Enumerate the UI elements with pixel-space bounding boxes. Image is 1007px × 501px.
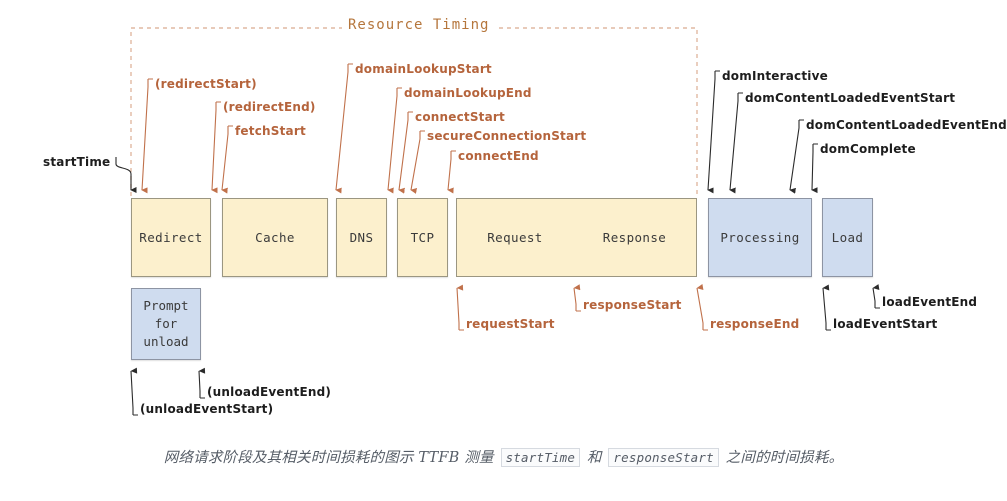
marker-label-load-event-end: loadEventEnd [882, 295, 978, 309]
connector-domain-lookup-start [336, 63, 353, 190]
marker-label-response-end: responseEnd [710, 317, 800, 331]
connector-unload-event-end [199, 371, 205, 399]
marker-label-response-start: responseStart [583, 298, 682, 312]
marker-label-connect-start: connectStart [415, 110, 505, 124]
marker-label-domain-lookup-end: domainLookupEnd [404, 86, 532, 100]
prompt-line: Prompt [143, 297, 189, 313]
connector-request-start [457, 288, 464, 331]
connector-dom-interactive [708, 70, 720, 190]
connector-connect-end [448, 150, 456, 190]
phase-box-label: Load [831, 230, 864, 245]
phase-box-label: Request [487, 230, 543, 245]
phase-box-redirect: Redirect [131, 198, 211, 277]
connector-fetch-start [222, 125, 233, 190]
caption-part-3: 之间的时间损耗。 [725, 450, 844, 466]
phase-box-cache: Cache [222, 198, 328, 277]
connector-domain-lookup-end [388, 87, 402, 190]
marker-label-dom-content-loaded-event-start: domContentLoadedEventStart [745, 91, 956, 105]
phase-box-load: Load [822, 198, 873, 277]
connector-dom-content-loaded-event-end [790, 119, 804, 190]
marker-label-redirect-start: (redirectStart) [155, 77, 257, 91]
connector-redirect-end [212, 101, 221, 190]
phase-box-label: DNS [349, 230, 374, 245]
marker-label-start-time: startTime [43, 155, 111, 169]
prompt-line: unload [143, 334, 189, 350]
connector-dom-complete [812, 143, 818, 190]
marker-label-domain-lookup-start: domainLookupStart [355, 62, 492, 76]
caption-code-response-start: responseStart [608, 448, 719, 467]
phase-box-label: Response [602, 230, 667, 245]
marker-label-fetch-start: fetchStart [235, 124, 306, 138]
caption-part-1: 网络请求阶段及其相关时间损耗的图示 TTFB 测量 [163, 450, 494, 466]
phase-box-request: Request [456, 198, 574, 277]
phase-box-label: TCP [410, 230, 435, 245]
connector-load-event-end [873, 288, 880, 309]
marker-label-secure-connection-start: secureConnectionStart [427, 129, 587, 143]
figure-caption: 网络请求阶段及其相关时间损耗的图示 TTFB 测量 startTime 和 re… [0, 446, 1007, 467]
resource-timing-frame [130, 27, 698, 196]
connector-dom-content-loaded-event-start [730, 92, 743, 190]
caption-code-start-time: startTime [500, 448, 581, 467]
phase-box-dns: DNS [336, 198, 387, 277]
prompt-line: for [154, 315, 178, 331]
connector-connect-start [399, 111, 413, 190]
connector-load-event-start [823, 288, 831, 331]
connector-response-end [697, 288, 708, 331]
marker-label-connect-end: connectEnd [458, 149, 539, 163]
marker-label-unload-event-end: (unloadEventEnd) [207, 385, 332, 399]
phase-box-prompt-for-unload: Prompt for unload [131, 288, 201, 360]
group-title: Resource Timing [342, 17, 496, 33]
marker-label-request-start: requestStart [466, 317, 555, 331]
marker-label-dom-complete: domComplete [820, 142, 916, 156]
phase-box-label: Processing [720, 230, 800, 245]
marker-label-dom-content-loaded-event-end: domContentLoadedEventEnd [806, 118, 1007, 132]
marker-label-unload-event-start: (unloadEventStart) [140, 402, 274, 416]
phase-box-processing: Processing [708, 198, 812, 277]
connector-response-start [574, 288, 581, 312]
connector-redirect-start [142, 78, 153, 190]
phase-box-label: Redirect [139, 230, 203, 245]
phase-box-response: Response [573, 198, 697, 277]
connector-unload-event-start [131, 371, 138, 416]
connector-secure-connection-start [411, 130, 425, 190]
phase-box-tcp: TCP [397, 198, 448, 277]
connector-start-time [115, 157, 137, 193]
marker-label-redirect-end: (redirectEnd) [223, 100, 316, 114]
marker-label-load-event-start: loadEventStart [833, 317, 938, 331]
caption-part-2: 和 [586, 450, 602, 466]
marker-label-dom-interactive: domInteractive [722, 69, 828, 83]
phase-box-label: Cache [255, 230, 295, 245]
